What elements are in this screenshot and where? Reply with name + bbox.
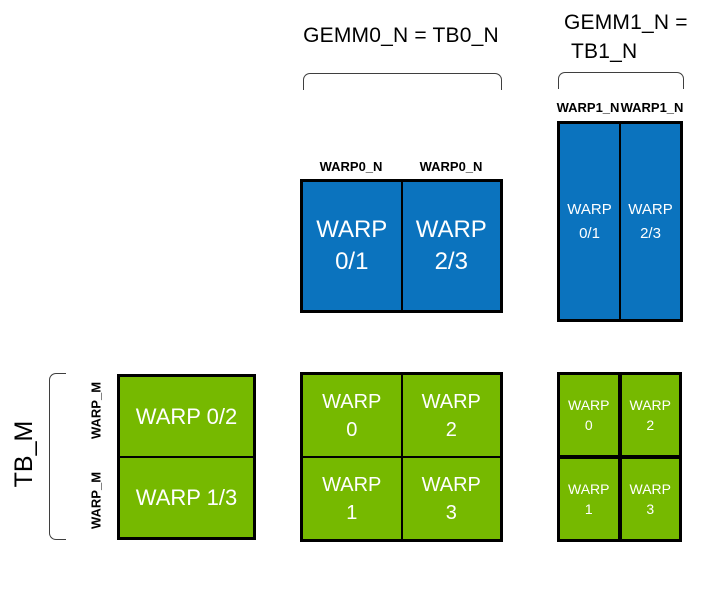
accumulator-line1: WARP bbox=[322, 473, 382, 496]
warp-tile-line2: 2/3 bbox=[640, 224, 661, 242]
gemm1-warp-tile-cell-23: WARP 2/3 bbox=[621, 124, 680, 319]
accumulator-line2: 2 bbox=[445, 418, 457, 441]
warp1-n-label-left: WARP1_N bbox=[556, 100, 620, 115]
tb-m-warp-row-cell-02: WARP 0/2 bbox=[120, 377, 253, 456]
gemm1-accumulator-cell-0: WARP 0 bbox=[560, 375, 618, 455]
accumulator-line1: WARP bbox=[421, 473, 481, 496]
accumulator-line1: WARP bbox=[568, 396, 610, 413]
gemm1-n-header-line1: GEMM1_N = bbox=[564, 11, 688, 34]
gemm0-accumulator-cell-3: WARP 3 bbox=[402, 458, 500, 539]
accumulator-line2: 3 bbox=[646, 501, 655, 517]
gemm0-accumulator-cell-2: WARP 2 bbox=[402, 375, 500, 456]
warp-tile-line1: WARP bbox=[628, 201, 673, 219]
accumulator-line1: WARP bbox=[322, 390, 382, 413]
accumulator-line2: 3 bbox=[445, 501, 457, 524]
accumulator-line2: 0 bbox=[346, 418, 358, 441]
warp-tile-line1: WARP bbox=[567, 201, 612, 219]
gemm0-accumulator-cell-1: WARP 1 bbox=[303, 458, 401, 539]
accumulator-line1: WARP bbox=[629, 480, 671, 497]
gemm1-accumulator-cell-3: WARP 3 bbox=[621, 459, 679, 539]
gemm0-n-header: GEMM0_N = TB0_N bbox=[303, 24, 499, 47]
gemm1-accumulator-cell-1: WARP 1 bbox=[560, 459, 618, 539]
warp-tile-line1: WARP bbox=[415, 215, 487, 243]
gemm0-accumulator-cell-0: WARP 0 bbox=[303, 375, 401, 456]
gemm1-n-extent-bracket bbox=[558, 72, 684, 89]
tb-m-warp-row-cell-13: WARP 1/3 bbox=[120, 458, 253, 537]
tb-m-warp-row-box: WARP 0/2 WARP 1/3 bbox=[117, 374, 256, 540]
gemm1-accumulator-cell-2: WARP 2 bbox=[621, 375, 679, 455]
gemm1-warp-tile-box: WARP 0/1 WARP 2/3 bbox=[557, 121, 683, 322]
accumulator-line2: 1 bbox=[584, 501, 593, 517]
gemm1-warp-tile-cell-01: WARP 0/1 bbox=[560, 124, 619, 319]
accumulator-line1: WARP bbox=[568, 480, 610, 497]
tb-m-extent-bracket bbox=[49, 373, 66, 540]
accumulator-line2: 0 bbox=[584, 417, 593, 433]
gemm0-warp-tile-cell-01: WARP 0/1 bbox=[303, 182, 401, 310]
warp-tile-line1: WARP bbox=[316, 215, 388, 243]
accumulator-line1: WARP bbox=[629, 396, 671, 413]
warp0-n-label-left: WARP0_N bbox=[319, 159, 383, 174]
gemm0-accumulator-box: WARP 0 WARP 2 WARP 1 WARP 3 bbox=[300, 372, 503, 542]
warp-tile-line2: 0/1 bbox=[335, 248, 369, 275]
warp-row-label: WARP 0/2 bbox=[135, 403, 238, 429]
gemm0-warp-tile-cell-23: WARP 2/3 bbox=[402, 182, 500, 310]
tb-m-label: TB_M bbox=[10, 420, 38, 488]
warp-m-label-bottom: WARP_M bbox=[88, 471, 104, 530]
gemm0-n-extent-bracket bbox=[303, 73, 502, 90]
gemm1-accumulator-box: WARP 0 WARP 2 WARP 1 WARP 3 bbox=[557, 372, 682, 542]
warp-tile-line2: 2/3 bbox=[434, 248, 468, 275]
gemm1-n-header-line2: TB1_N bbox=[571, 40, 638, 63]
warp0-n-label-right: WARP0_N bbox=[419, 159, 483, 174]
warp1-n-label-right: WARP1_N bbox=[620, 100, 684, 115]
accumulator-line2: 2 bbox=[646, 417, 655, 433]
accumulator-line1: WARP bbox=[421, 390, 481, 413]
warp-m-label-top: WARP_M bbox=[88, 381, 104, 440]
gemm0-warp-tile-box: WARP 0/1 WARP 2/3 bbox=[300, 179, 503, 313]
warp-tile-line2: 0/1 bbox=[579, 224, 600, 242]
gemm1-n-header: GEMM1_N = TB1_N bbox=[564, 8, 704, 66]
accumulator-line2: 1 bbox=[346, 501, 358, 524]
warp-row-label: WARP 1/3 bbox=[135, 484, 238, 510]
